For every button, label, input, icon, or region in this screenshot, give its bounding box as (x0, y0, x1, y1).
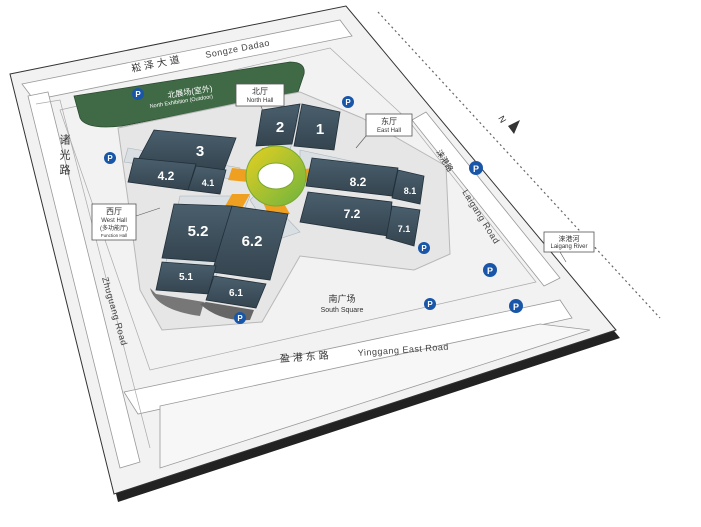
callout-east-hall: 东厅 East Hall (355, 113, 413, 149)
svg-text:P: P (107, 154, 113, 163)
hall-labels: 2 1 3 4.2 4.1 8.2 8.1 7.2 7.1 5.2 6.2 5.… (158, 119, 417, 299)
svg-text:P: P (345, 98, 351, 107)
south-road-cn: 盈港东路 (279, 348, 332, 365)
hall-8-1-label: 8.1 (404, 186, 417, 196)
parking-east-road[interactable]: P (469, 161, 483, 175)
svg-text:P: P (473, 164, 479, 174)
parking-south-east-2[interactable]: P (509, 299, 523, 313)
river-en: Laigang River (550, 244, 587, 250)
compass: N (496, 114, 520, 134)
parking-west[interactable]: P (104, 152, 116, 164)
svg-text:P: P (237, 314, 243, 323)
east-hall-en: East Hall (377, 128, 401, 134)
west-hall-cn: 西厅 (106, 207, 122, 216)
svg-text:P: P (421, 244, 427, 253)
river-boundary (377, 11, 661, 319)
hall-5-2-label: 5.2 (188, 223, 209, 240)
hall-8-1[interactable] (391, 169, 425, 205)
svg-text:P: P (135, 90, 141, 99)
hall-7-1-label: 7.1 (398, 224, 411, 234)
parking-south-square[interactable]: P (424, 298, 436, 310)
hall-7-1[interactable] (385, 205, 421, 247)
north-hall-cn: 北厅 (252, 87, 268, 96)
north-hall-en: North Hall (247, 98, 274, 104)
hall-6-1[interactable] (205, 275, 267, 309)
hall-4-1[interactable] (187, 165, 227, 195)
parking-north-hall[interactable]: P (342, 96, 354, 108)
hall-6-1-label: 6.1 (229, 288, 243, 299)
parking-north-field[interactable]: P (132, 88, 144, 100)
parking-south-east-1[interactable]: P (483, 263, 497, 277)
hall-1-label: 1 (316, 121, 324, 138)
hall-8-2-label: 8.2 (350, 175, 367, 189)
callout-west-hall: 西厅 West Hall (多功能厅) Function Hall (91, 203, 161, 241)
west-hall-sub-en: Function Hall (101, 233, 127, 238)
curbs (35, 47, 537, 449)
svg-text:P: P (427, 300, 433, 309)
hall-2-label: 2 (276, 119, 284, 136)
hall-8-2[interactable] (305, 157, 399, 197)
hall-5-1-label: 5.1 (179, 272, 193, 283)
west-hall-en: West Hall (101, 218, 127, 224)
hall-7-2-label: 7.2 (344, 207, 361, 221)
hall-6-2-label: 6.2 (242, 233, 263, 250)
callout-river: 涞港河 Laigang River (543, 231, 595, 263)
hall-2[interactable] (255, 103, 301, 147)
hall-5-base (150, 288, 204, 316)
hall-6-2[interactable] (211, 205, 289, 281)
south-square-en: South Square (321, 307, 364, 314)
parking-east-hall[interactable]: P (418, 242, 430, 254)
road-network (21, 19, 591, 469)
svg-text:P: P (487, 266, 493, 276)
hall-1[interactable] (293, 103, 341, 151)
river-cn: 涞港河 (559, 234, 580, 243)
callout-north-hall: 北厅 North Hall (235, 83, 285, 119)
compass-label: N (496, 114, 508, 125)
halls (127, 103, 425, 309)
hall-4-2-label: 4.2 (158, 169, 175, 183)
south-square-cn: 南广场 (328, 293, 355, 304)
compass-arrow-icon (508, 120, 520, 134)
west-road-cn: 诸光路 (58, 134, 71, 179)
central-hub-core (257, 162, 295, 190)
hall-3-label: 3 (196, 143, 204, 160)
parking-markers: P P P P P P P P (104, 88, 523, 324)
hall-4-1-label: 4.1 (202, 178, 215, 188)
parking-south-hall[interactable]: P (234, 312, 246, 324)
west-hall-sub-cn: (多功能厅) (100, 224, 128, 232)
svg-text:P: P (513, 302, 519, 312)
east-hall-cn: 东厅 (381, 116, 397, 126)
